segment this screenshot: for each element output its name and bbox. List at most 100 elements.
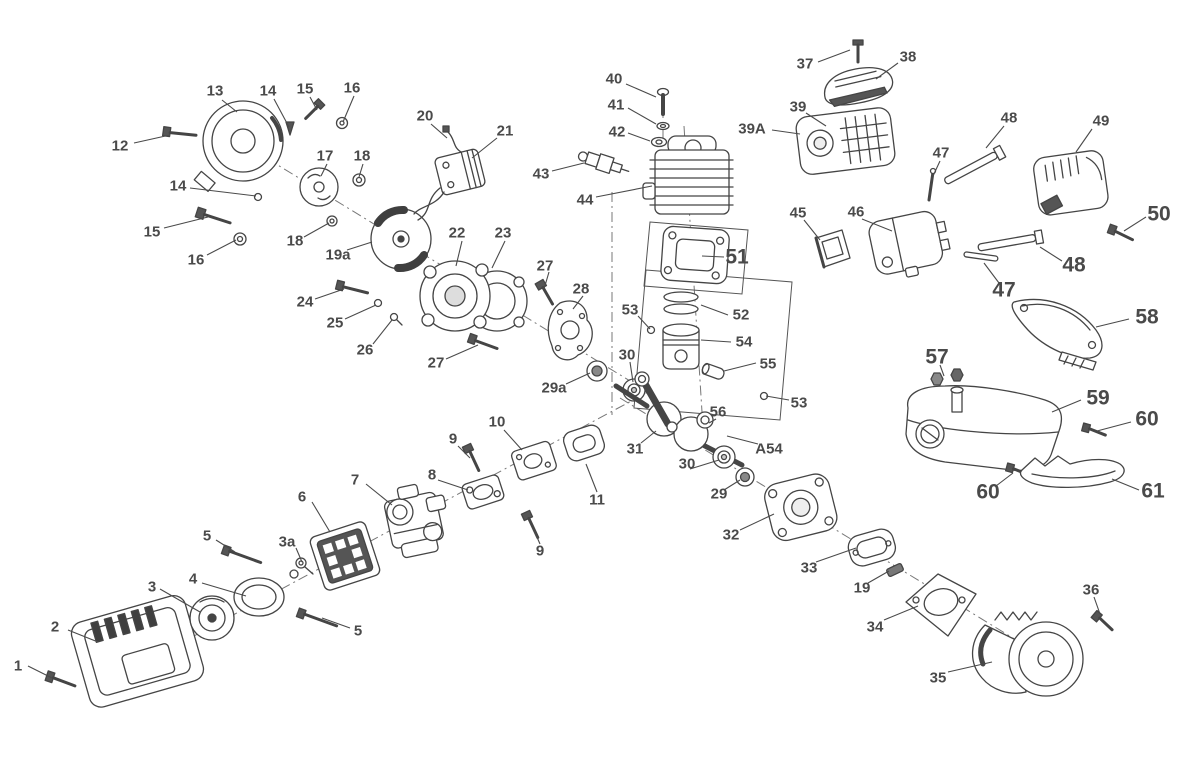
screw-icon	[44, 670, 77, 688]
part-label-57: 57	[925, 346, 948, 369]
screw-icon	[1090, 609, 1114, 632]
carburetor	[383, 483, 447, 559]
leader-line	[303, 222, 330, 238]
leader-line	[372, 319, 393, 345]
part-label-3a: 3a	[279, 534, 296, 551]
part-label-46: 46	[848, 204, 865, 221]
long-bolt-icon	[944, 144, 1007, 185]
leader-line	[215, 539, 236, 553]
part-label-24: 24	[297, 294, 314, 311]
starter-pawl-carrier	[299, 167, 339, 207]
ratchet-plate	[309, 521, 381, 591]
part-label-23: 23	[495, 225, 512, 242]
part-label-30: 30	[619, 347, 636, 364]
leader-line	[765, 395, 790, 401]
leader-line	[309, 96, 318, 111]
leader-line	[346, 241, 373, 251]
part-label-9: 9	[449, 431, 457, 448]
leader-line	[739, 513, 775, 531]
part-label-8: 8	[428, 467, 436, 484]
part-label-56: 56	[710, 404, 727, 421]
leader-line	[700, 304, 729, 316]
screw-icon	[852, 39, 864, 64]
part-label-16: 16	[344, 80, 361, 97]
leader-line	[163, 216, 209, 229]
leader-line	[1075, 128, 1093, 153]
leader-line	[723, 479, 741, 491]
leader-line	[867, 570, 890, 584]
leader-line	[491, 240, 506, 269]
mount-bracket	[905, 573, 977, 637]
part-label-16: 16	[188, 252, 205, 269]
part-label-45: 45	[790, 205, 807, 222]
leader-line	[995, 472, 1014, 487]
starter-housing	[70, 595, 205, 708]
part-label-39: 39	[790, 99, 807, 116]
leader-line	[939, 364, 945, 377]
part-label-31: 31	[627, 441, 644, 458]
screw-icon	[1080, 422, 1107, 437]
part-label-19: 19	[854, 580, 871, 597]
leader-line	[803, 219, 821, 241]
part-label-26: 26	[357, 342, 374, 359]
fan-housing	[193, 100, 284, 193]
leader-line	[1111, 478, 1140, 491]
part-label-54: 54	[736, 334, 753, 351]
part-label-29a: 29a	[541, 380, 567, 397]
part-label-27: 27	[537, 258, 554, 275]
screw-icon	[1106, 223, 1134, 242]
part-label-32: 32	[723, 527, 740, 544]
leader-line	[1051, 399, 1082, 413]
part-label-4: 4	[189, 571, 198, 588]
leader-line	[1096, 421, 1132, 432]
leader-line	[437, 479, 469, 491]
leader-line	[221, 99, 238, 113]
leader-lines	[27, 49, 1147, 679]
leader-line	[133, 134, 171, 144]
leader-line	[805, 112, 827, 127]
woodruff-key	[886, 563, 904, 577]
part-label-14: 14	[170, 178, 187, 195]
pin-icon	[927, 167, 999, 262]
leader-line	[861, 218, 893, 232]
leader-line	[159, 588, 201, 613]
leader-line	[273, 98, 290, 128]
part-label-1: 1	[14, 658, 22, 675]
leader-line	[543, 271, 550, 290]
part-label-59: 59	[1086, 387, 1109, 410]
leader-line	[565, 372, 591, 385]
bolt-icon	[656, 87, 670, 116]
bolt-icon	[194, 206, 232, 225]
wrist-pin	[701, 362, 725, 380]
leader-line	[27, 665, 53, 679]
leader-line	[585, 463, 598, 493]
part-label-53: 53	[791, 395, 808, 412]
ball-bearing	[712, 445, 736, 469]
part-label-43: 43	[533, 166, 550, 183]
part-label-21: 21	[497, 123, 514, 140]
cylinder-gasket	[660, 225, 730, 285]
leader-line	[189, 187, 257, 197]
starter-ring	[233, 577, 285, 617]
leader-line	[321, 617, 351, 629]
washer-icon	[650, 121, 670, 148]
leader-line	[445, 344, 479, 360]
part-label-44: 44	[577, 192, 594, 209]
part-label-25: 25	[327, 315, 344, 332]
spark-plug	[577, 151, 630, 175]
part-label-41: 41	[608, 97, 625, 114]
bolt-icon	[304, 98, 326, 120]
part-label-10: 10	[489, 414, 506, 431]
part-label-36: 36	[1083, 582, 1100, 599]
part-label-47: 47	[992, 279, 1015, 302]
part-label-52: 52	[733, 307, 750, 324]
part-label-18: 18	[287, 233, 304, 250]
leader-line	[532, 527, 541, 545]
crankcase-half-left	[419, 260, 491, 332]
leader-line	[1039, 246, 1063, 262]
leader-line	[201, 582, 247, 597]
muffler	[868, 210, 951, 278]
